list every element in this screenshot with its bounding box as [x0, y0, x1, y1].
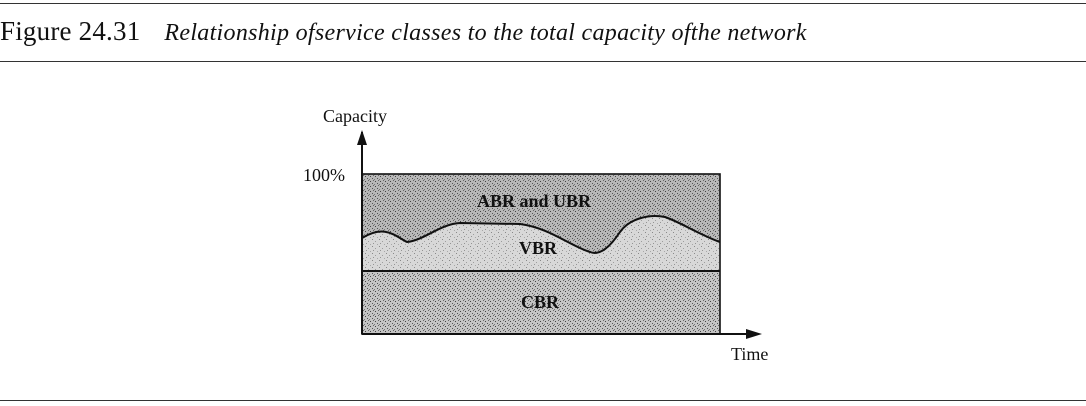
figure-title: Relationship ofservice classes to the to… [164, 20, 807, 46]
x-axis-label: Time [731, 344, 768, 364]
vbr-region [362, 216, 720, 271]
top-rule [0, 3, 1086, 4]
figure-label: Figure 24.31 [0, 16, 141, 46]
max-capacity-label: 100% [303, 165, 345, 185]
y-axis-arrow [357, 130, 367, 145]
cbr-label: CBR [521, 292, 560, 312]
abr-ubr-label: ABR and UBR [477, 191, 592, 211]
vbr-label: VBR [519, 238, 558, 258]
bottom-rule [0, 400, 1086, 401]
y-axis-label: Capacity [323, 106, 387, 126]
vbr-boundary-curve [361, 215, 721, 254]
caption-rule [0, 61, 1086, 62]
x-axis-arrow [746, 329, 762, 339]
cbr-region [362, 271, 720, 334]
abr-ubr-region [362, 174, 720, 253]
figure-caption: Figure 24.31 Relationship ofservice clas… [0, 16, 807, 52]
